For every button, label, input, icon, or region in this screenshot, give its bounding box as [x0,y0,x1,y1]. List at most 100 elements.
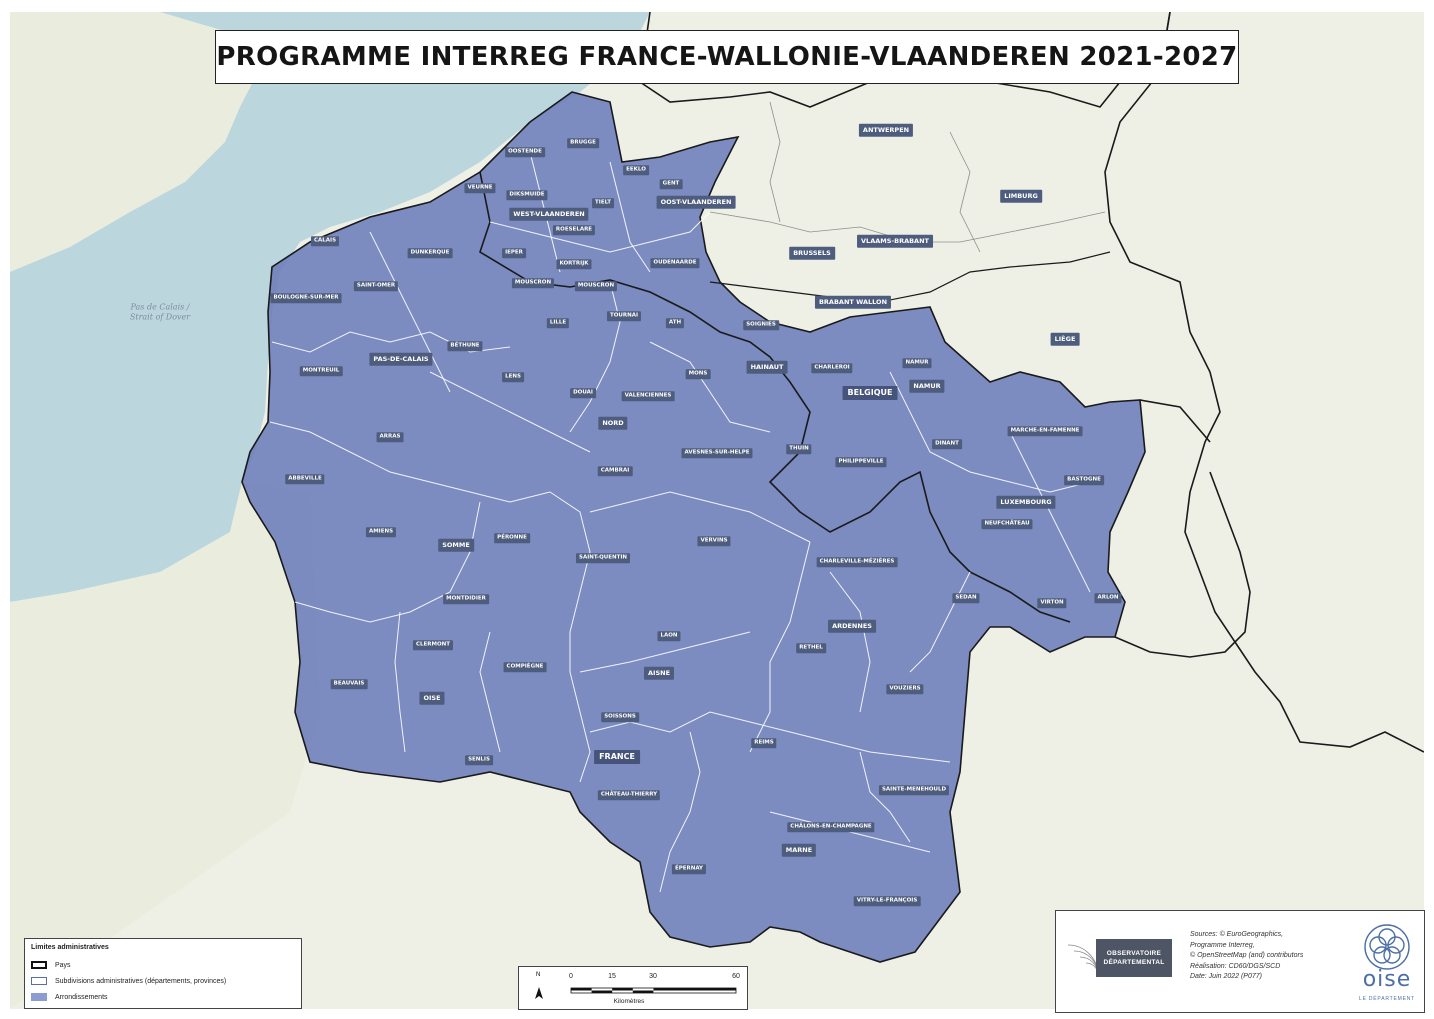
label-oudenaarde: OUDENAARDE [650,258,700,268]
legend-swatch-arrondissement [31,993,47,1001]
label-philippeville: PHILIPPEVILLE [835,457,887,467]
sea-label-fr: Pas de Calais / [130,302,190,312]
scale-bar-graphic [535,987,737,999]
label-tielt: TIELT [592,198,614,208]
france-land [10,482,320,1009]
label-brussels: BRUSSELS [789,246,835,260]
legend: Limites administratives Pays Subdivision… [24,938,302,1009]
credit-line: © OpenStreetMap (and) contributors [1190,952,1304,959]
scale-bar: N 0 15 30 60 Kilomètres [518,966,748,1010]
map-canvas: PROGRAMME INTERREG FRANCE-WALLONIE-VLAAN… [10,12,1424,1009]
label-aisne: AISNE [643,666,675,680]
sea-label-en: Strait of Dover [129,312,191,321]
england-land [10,12,258,272]
label-namur-city: NAMUR [902,358,932,368]
label-gent: GENT [659,179,683,189]
credit-line: Réalisation: CD60/DGS/SCD [1190,962,1281,970]
border-germany [1104,12,1424,753]
legend-title: Limites administratives [31,944,109,951]
label-antwerpen: ANTWERPEN [858,123,914,137]
legend-label: Pays [55,961,71,969]
north-label: N [536,972,541,978]
sea-label: Pas de Calais / Strait of Dover [130,302,190,321]
label-tournai-north: MOUSCRON [574,281,618,291]
label-limburg: LIMBURG [1000,189,1042,203]
label-epernay: ÉPERNAY [671,864,707,874]
label-mouscron: MOUSCRON [511,278,555,288]
label-saint-quentin: SAINT-QUENTIN [576,553,630,563]
label-valenciennes: VALENCIENNES [621,391,675,401]
label-douai: DOUAI [570,388,596,398]
label-vervins: VERVINS [697,536,731,546]
label-somme: SOMME [438,538,474,552]
label-marne: MARNE [781,843,817,857]
label-vitry: VITRY-LE-FRANÇOIS [853,896,921,906]
label-montreuil: MONTREUIL [299,366,343,376]
legend-label: Subdivisions administratives (départemen… [55,977,227,985]
label-nord: NORD [598,416,628,430]
subdivision-lines [269,151,1091,893]
label-belgique: BELGIQUE [842,386,898,400]
scale-tick: 60 [732,973,740,980]
label-lille: LILLE [546,318,570,328]
label-ath: ATH [665,318,685,328]
scale-unit: Kilomètres [613,998,645,1005]
label-peronne: PÉRONNE [494,533,530,543]
credits-panel: OBSERVATOIRE DÉPARTEMENTAL Sources: © Eu… [1055,910,1425,1013]
label-kortrijk: KORTRIJK [556,259,592,269]
label-lens: LENS [502,372,524,382]
label-chalons: CHÂLONS-EN-CHAMPAGNE [787,822,875,832]
label-hainaut: HAINAUT [746,360,788,374]
map-title-box: PROGRAMME INTERREG FRANCE-WALLONIE-VLAAN… [215,30,1239,84]
credit-line: Programme Interreg, [1190,941,1255,949]
credit-line: Sources: © EuroGeographics, [1190,931,1284,938]
observatoire-logo: OBSERVATOIRE DÉPARTEMENTAL [1096,939,1172,977]
credit-line: Date: Juin 2022 (P077) [1190,973,1262,980]
label-compiegne: COMPIÈGNE [503,662,547,672]
label-ieper: IEPER [502,248,526,258]
scale-tick: 15 [608,973,616,980]
label-charleroi: CHARLEROI [811,363,853,373]
label-brabant-wallon: BRABANT WALLON [814,295,892,309]
credits-text: Sources: © EuroGeographics, Programme In… [1190,930,1360,983]
legend-item-subdivisions: Subdivisions administratives (départemen… [31,977,226,985]
border-luxembourg [1114,399,1251,658]
label-vlaams-brabant: VLAAMS-BRABANT [857,234,933,248]
label-oostende: OOSTENDE [505,147,545,157]
label-amiens: AMIENS [365,527,397,537]
label-avesnes: AVESNES-SUR-HELPE [681,448,753,458]
label-bethune: BÉTHUNE [447,341,483,351]
label-sainte-menehould: SAINTE-MENEHOULD [878,785,950,795]
legend-swatch-country [31,961,47,969]
label-namur: NAMUR [909,379,945,393]
label-abbeville: ABBEVILLE [285,474,325,484]
observatoire-line-2: DÉPARTEMENTAL [1103,959,1165,966]
programme-area [241,91,1146,963]
legend-item-arrondissements: Arrondissements [31,993,108,1001]
label-liege: LIÈGE [1050,332,1080,346]
label-virton: VIRTON [1037,598,1067,608]
label-arlon: ARLON [1094,593,1122,603]
label-montdidier: MONTDIDIER [443,594,489,604]
label-reims: REIMS [751,738,777,748]
legend-swatch-subdivision [31,977,47,985]
label-brugge: BRUGGE [567,138,599,148]
label-luxembourg: LUXEMBOURG [996,495,1056,509]
map-title: PROGRAMME INTERREG FRANCE-WALLONIE-VLAAN… [216,42,1238,72]
legend-label: Arrondissements [55,993,108,1001]
label-dunkerque: DUNKERQUE [407,248,453,258]
label-oost-vlaanderen: OOST-VLAANDEREN [656,195,736,209]
label-soissons: SOISSONS [601,712,639,722]
label-laon: LAON [657,631,681,641]
oise-logo-icon [1364,924,1410,970]
observatoire-line-1: OBSERVATOIRE [1106,949,1162,957]
label-clermont: CLERMONT [412,640,454,650]
label-boulogne: BOULOGNE-SUR-MER [270,293,342,303]
label-roeselare: ROESELARE [552,225,596,235]
label-chateau-thierry: CHÂTEAU-THIERRY [597,790,661,800]
label-sedan: SEDAN [952,593,980,603]
label-oise: OISE [419,691,445,705]
label-marche: MARCHE-EN-FAMENNE [1007,426,1083,436]
label-calais: CALAIS [310,236,340,246]
